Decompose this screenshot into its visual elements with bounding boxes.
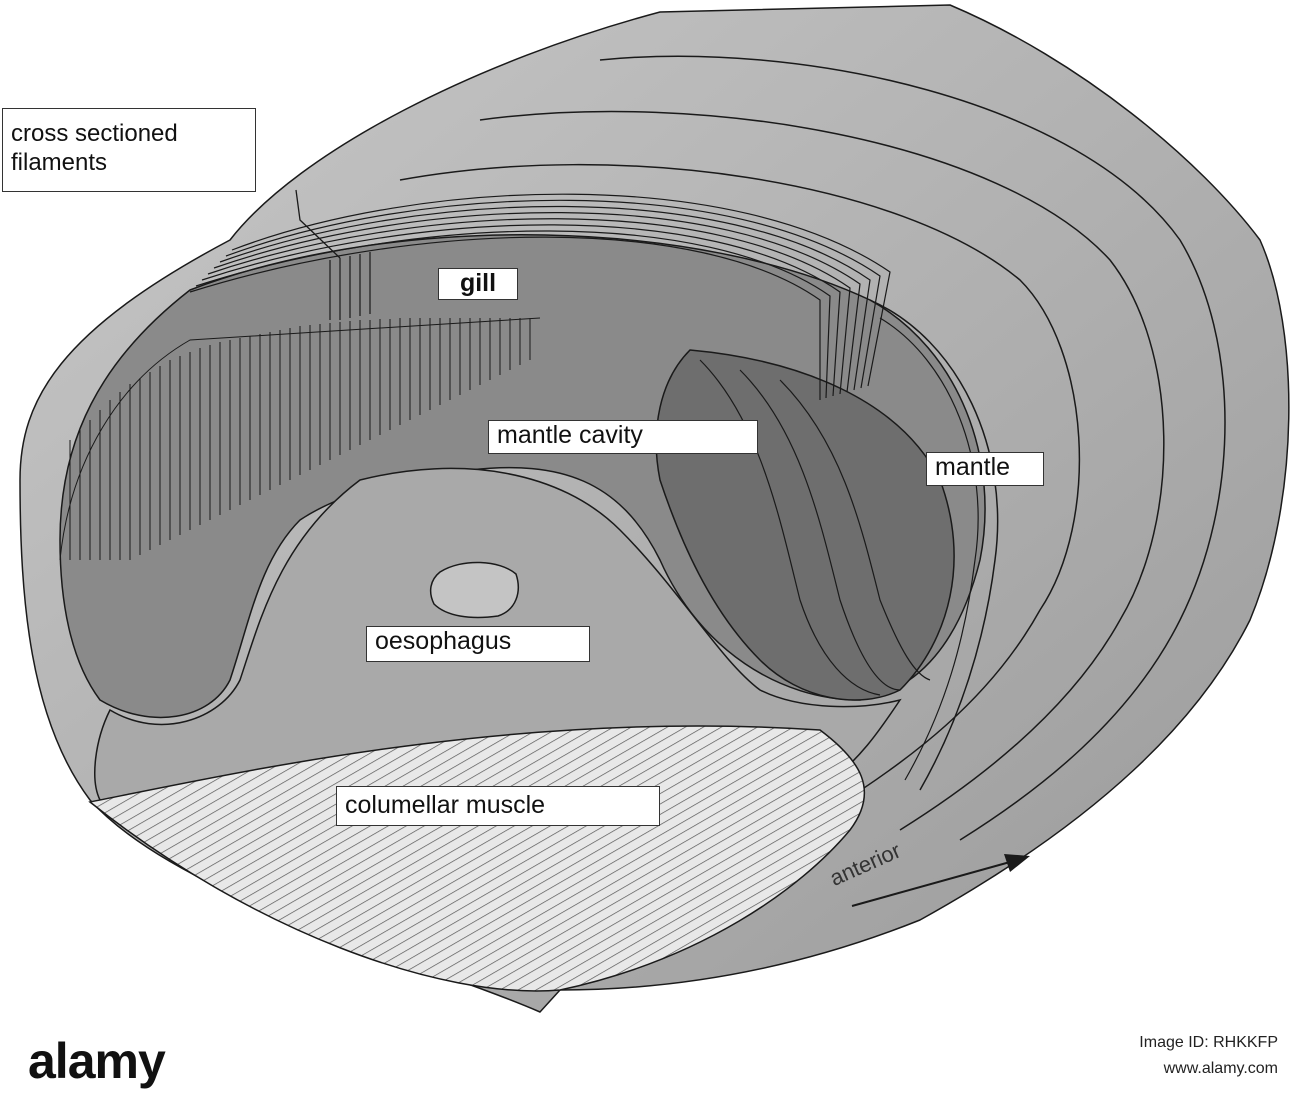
- diagram-canvas: cross sectioned filaments gill mantle ca…: [0, 0, 1300, 1020]
- label-mantle: mantle: [926, 452, 1044, 486]
- oesophagus-shape: [431, 562, 519, 617]
- label-cross-sectioned-filaments: cross sectioned filaments: [2, 108, 256, 192]
- stock-url-text: www.alamy.com: [1164, 1060, 1278, 1078]
- brand-logo: alamy: [28, 1032, 165, 1090]
- label-oesophagus: oesophagus: [366, 626, 590, 662]
- stock-footer: alamy Image ID: RHKKFP www.alamy.com: [0, 1020, 1300, 1109]
- image-id-text: Image ID: RHKKFP: [1139, 1034, 1278, 1052]
- label-columellar-muscle: columellar muscle: [336, 786, 660, 826]
- label-gill: gill: [438, 268, 518, 300]
- label-mantle-cavity: mantle cavity: [488, 420, 758, 454]
